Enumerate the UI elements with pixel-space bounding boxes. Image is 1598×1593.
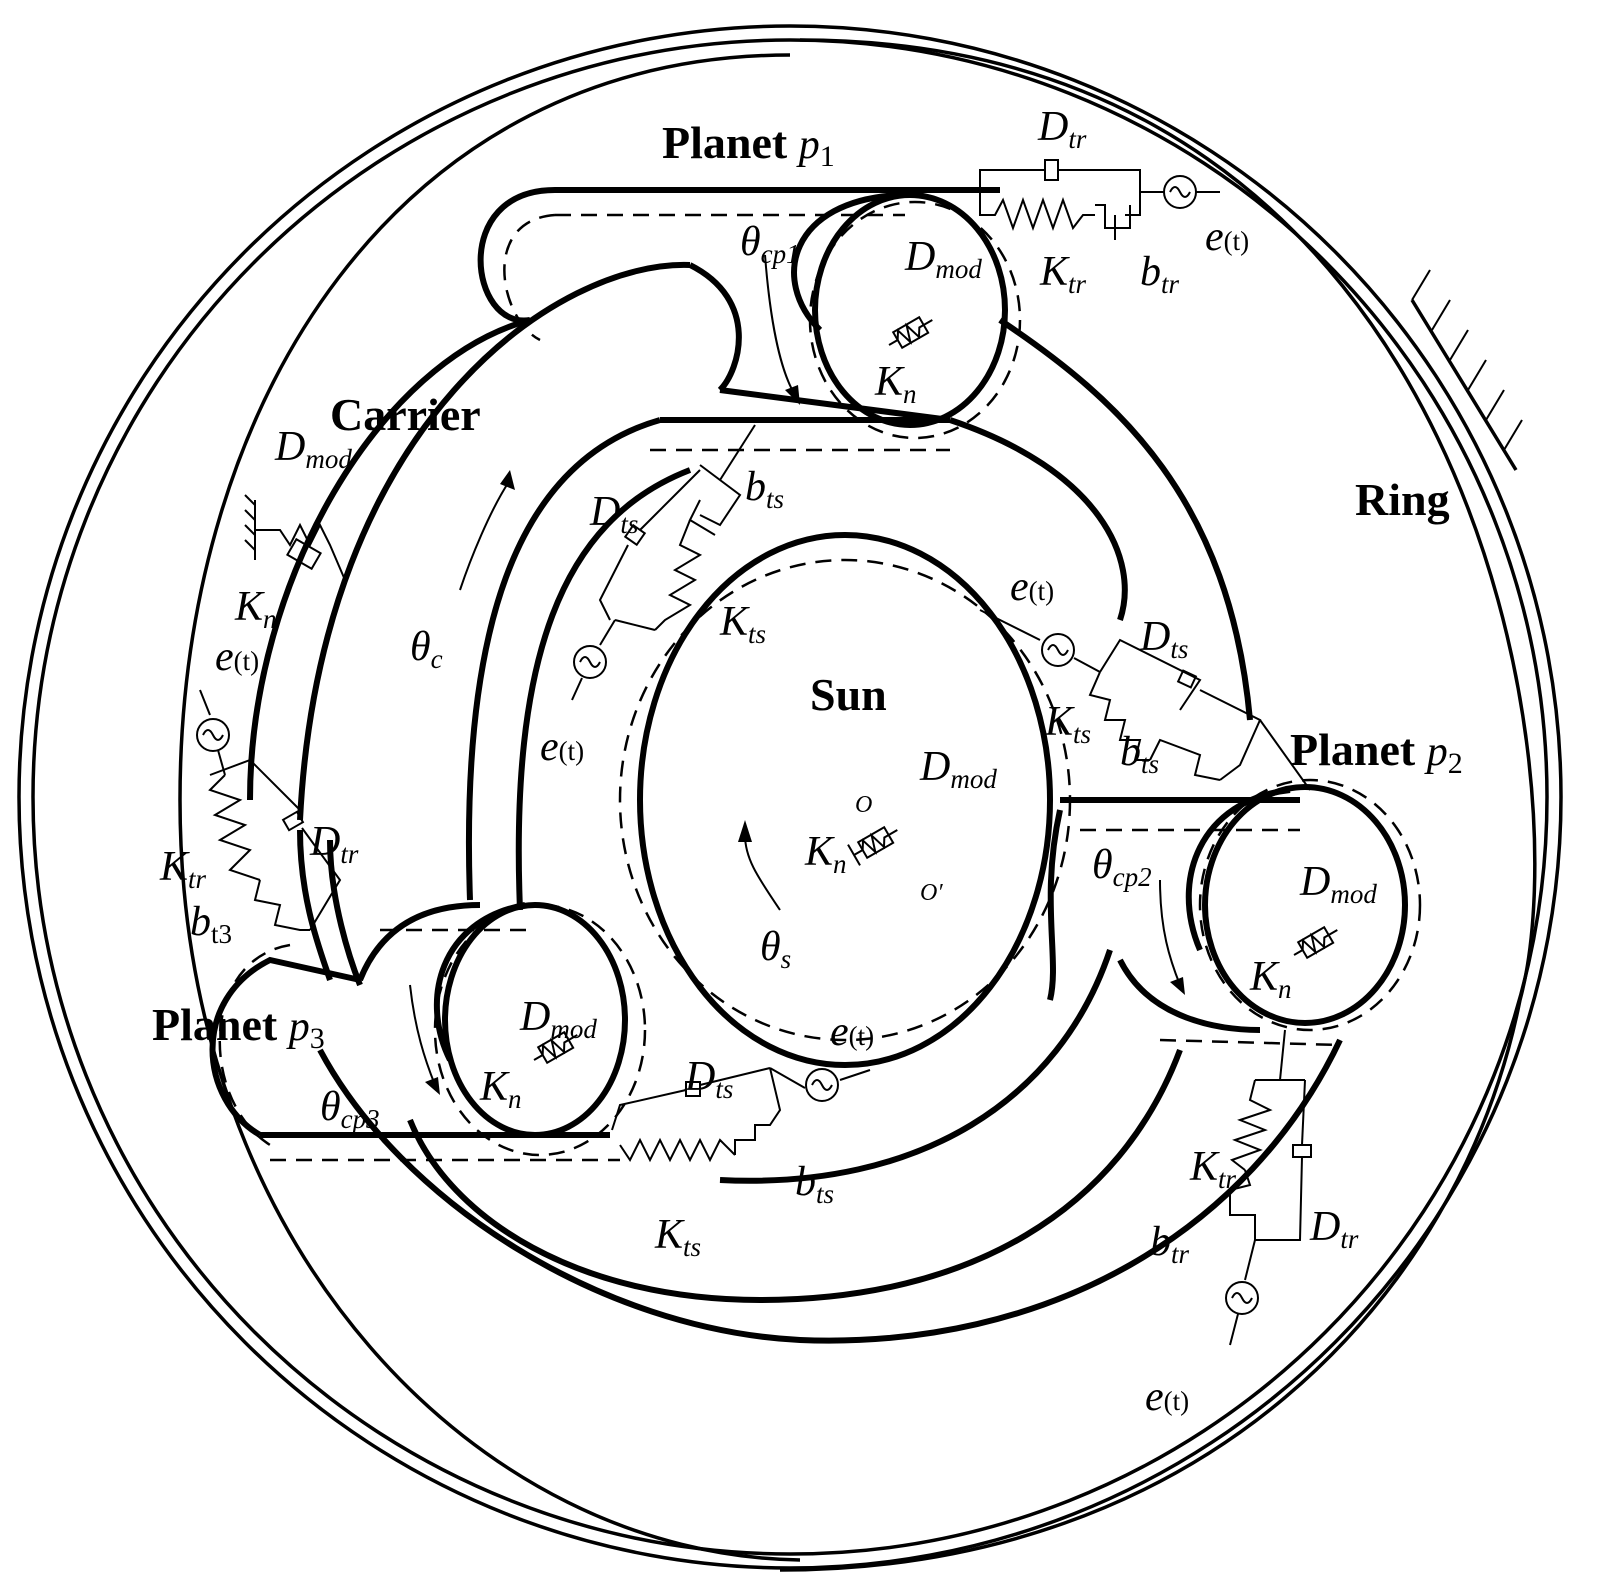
et-left-label: e(t) — [215, 634, 259, 680]
center-o-label: O — [855, 792, 872, 818]
dts-upper-label: Dts — [589, 489, 638, 539]
sun-gear — [618, 532, 1072, 1068]
dts-bottom-label: Dts — [684, 1054, 733, 1104]
kn-carrier-label: Kn — [234, 584, 277, 634]
bts-upper-label: bts — [745, 464, 784, 514]
ktr-p2-label: Ktr — [1189, 1144, 1237, 1194]
ring-label: Ring — [1355, 474, 1450, 525]
sun-p1-mesh-element — [571, 424, 756, 701]
ktr-p3-label: Ktr — [159, 844, 207, 894]
theta-c-label: θc — [410, 624, 443, 674]
bts-bottom-label: bts — [795, 1159, 834, 1209]
planet-p2-label: Planet p2 — [1290, 724, 1463, 780]
et-sun-left-label: e(t) — [540, 724, 584, 770]
center-symbols — [533, 315, 1338, 1065]
et-sun-right-label: e(t) — [1010, 564, 1054, 610]
dtr-p1-label: Dtr — [1037, 104, 1087, 154]
dtr-p3-label: Dtr — [309, 819, 359, 869]
sun-p3-mesh-element — [611, 1067, 871, 1163]
theta-cp1-label: θcp1 — [740, 219, 800, 269]
kts-right-label: Kts — [1044, 699, 1091, 749]
kts-bottom-label: Kts — [654, 1212, 701, 1262]
dmod-carrier-label: Dmod — [274, 424, 352, 474]
dmod-p2-label: Dmod — [1299, 859, 1377, 909]
center-o-prime-label: O′ — [920, 880, 943, 906]
dts-right-label: Dts — [1139, 614, 1188, 664]
kn-p2-label: Kn — [1249, 954, 1292, 1004]
et-sun-bottom-label: e(t) — [830, 1009, 874, 1055]
rotation-arrows — [409, 254, 1185, 1095]
planet-p3-label: Planet p3 — [152, 999, 325, 1055]
btr-p2-label: btr — [1150, 1219, 1190, 1269]
dmod-p3-label: Dmod — [519, 994, 597, 1044]
carrier-support-element — [244, 494, 346, 581]
bts-right-label: bts — [1120, 729, 1159, 779]
kn-p3-label: Kn — [479, 1064, 522, 1114]
planet-p1-label: Planet p1 — [662, 117, 835, 173]
ring-gear — [17, 24, 1563, 1572]
planet-p3 — [218, 902, 647, 1162]
theta-s-label: θs — [760, 924, 791, 974]
dtr-p2-label: Dtr — [1309, 1204, 1359, 1254]
sun-label: Sun — [810, 669, 887, 720]
p1-ring-mesh-element — [960, 159, 1220, 240]
btr-p1-label: btr — [1140, 249, 1180, 299]
ring-ground-hatch — [1410, 269, 1523, 471]
carrier-label: Carrier — [330, 389, 481, 440]
kts-upper-label: Kts — [719, 599, 766, 649]
dmod-sun-label: Dmod — [919, 744, 997, 794]
et-p2-label: e(t) — [1145, 1374, 1189, 1420]
p3-ring-mesh-element — [196, 689, 342, 931]
sun-p2-mesh-element — [979, 609, 1311, 791]
bt3-p3-label: bt3 — [190, 899, 232, 949]
p2-ring-mesh-element — [1225, 1029, 1312, 1346]
theta-cp3-label: θcp3 — [320, 1084, 380, 1134]
et-p1-label: e(t) — [1205, 214, 1249, 260]
kn-p1-label: Kn — [874, 359, 917, 409]
theta-cp2-label: θcp2 — [1092, 842, 1152, 892]
carrier — [209, 187, 1343, 1344]
planet-p1 — [503, 192, 1022, 452]
kn-sun-label: Kn — [804, 829, 847, 879]
ktr-p1-label: Ktr — [1039, 249, 1087, 299]
dmod-p1-label: Dmod — [904, 234, 982, 284]
planet-p2 — [1080, 778, 1422, 1047]
